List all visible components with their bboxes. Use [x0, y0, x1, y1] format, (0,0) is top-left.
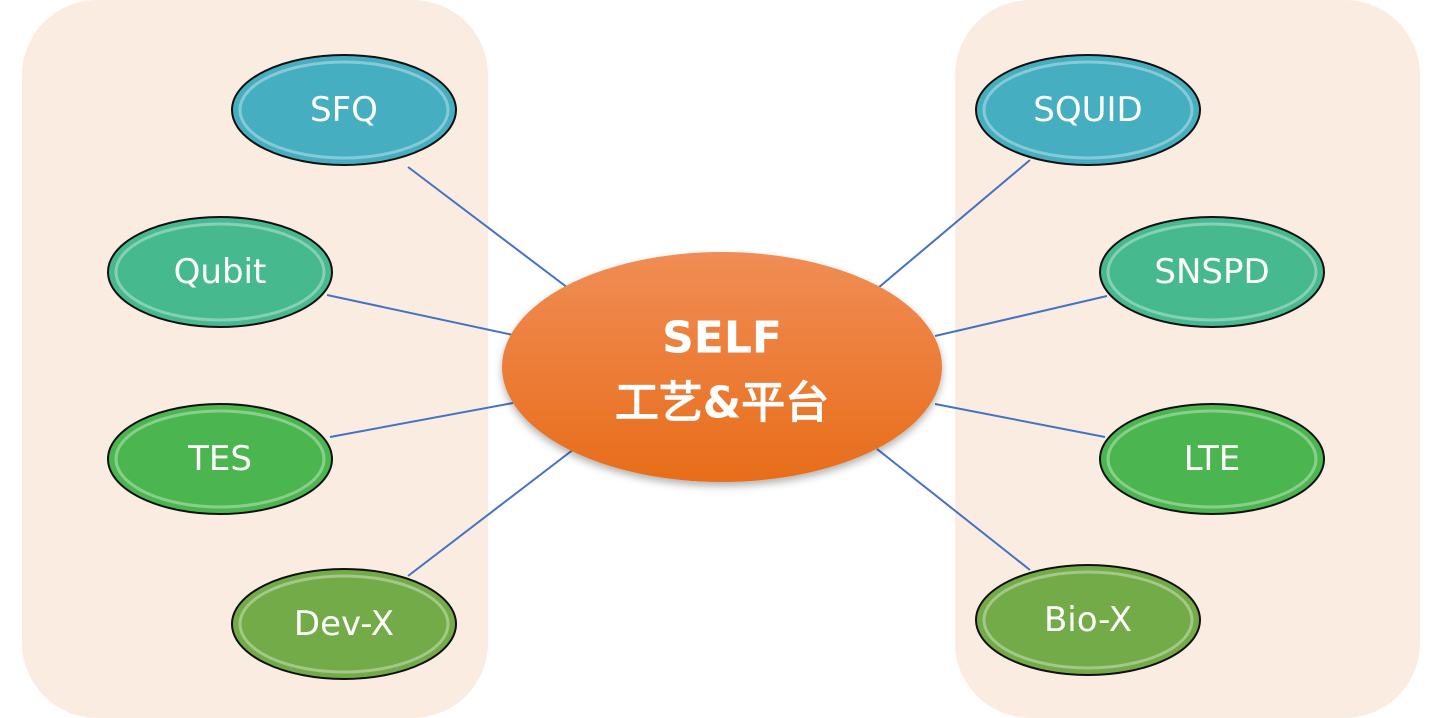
node-lte: LTE	[1099, 403, 1325, 515]
center-node: SELF 工艺&平台	[502, 252, 942, 482]
node-label: Dev-X	[294, 604, 394, 644]
link-sfq	[407, 166, 569, 289]
node-ellipse	[231, 568, 457, 680]
node-label: SFQ	[310, 90, 378, 130]
left-group-panel	[22, 0, 488, 718]
node-label: LTE	[1184, 439, 1241, 479]
node-highlight	[238, 60, 450, 160]
node-ellipse	[107, 403, 333, 515]
node-highlight	[238, 574, 450, 674]
node-ellipse	[1099, 403, 1325, 515]
right-group-panel	[955, 0, 1420, 718]
node-qubit: Qubit	[107, 216, 333, 328]
link-dev-x	[407, 448, 575, 577]
node-ellipse	[975, 54, 1201, 166]
node-label: Qubit	[174, 252, 267, 292]
node-ellipse	[1099, 216, 1325, 328]
node-highlight	[114, 409, 326, 509]
node-bio-x: Bio-X	[975, 564, 1201, 676]
link-tes	[329, 402, 514, 438]
link-squid	[877, 159, 1031, 289]
node-ellipse	[975, 564, 1201, 676]
node-highlight	[982, 60, 1194, 160]
link-bio-x	[876, 448, 1031, 571]
node-label: SQUID	[1033, 90, 1142, 130]
node-label: Bio-X	[1044, 600, 1132, 640]
node-sfq: SFQ	[231, 54, 457, 166]
center-subtitle: 工艺&平台	[615, 378, 829, 429]
node-squid: SQUID	[975, 54, 1201, 166]
node-tes: TES	[107, 403, 333, 515]
node-ellipse	[107, 216, 333, 328]
node-highlight	[982, 570, 1194, 670]
node-label: TES	[187, 439, 252, 479]
node-label: SNSPD	[1154, 252, 1269, 292]
link-qubit	[326, 294, 514, 336]
link-lte	[934, 403, 1106, 438]
node-snspd: SNSPD	[1099, 216, 1325, 328]
node-highlight	[1106, 409, 1318, 509]
node-ellipse	[231, 54, 457, 166]
center-title: SELF	[662, 313, 782, 364]
node-dev-x: Dev-X	[231, 568, 457, 680]
node-highlight	[114, 222, 326, 322]
node-highlight	[1106, 222, 1318, 322]
link-snspd	[934, 295, 1108, 337]
